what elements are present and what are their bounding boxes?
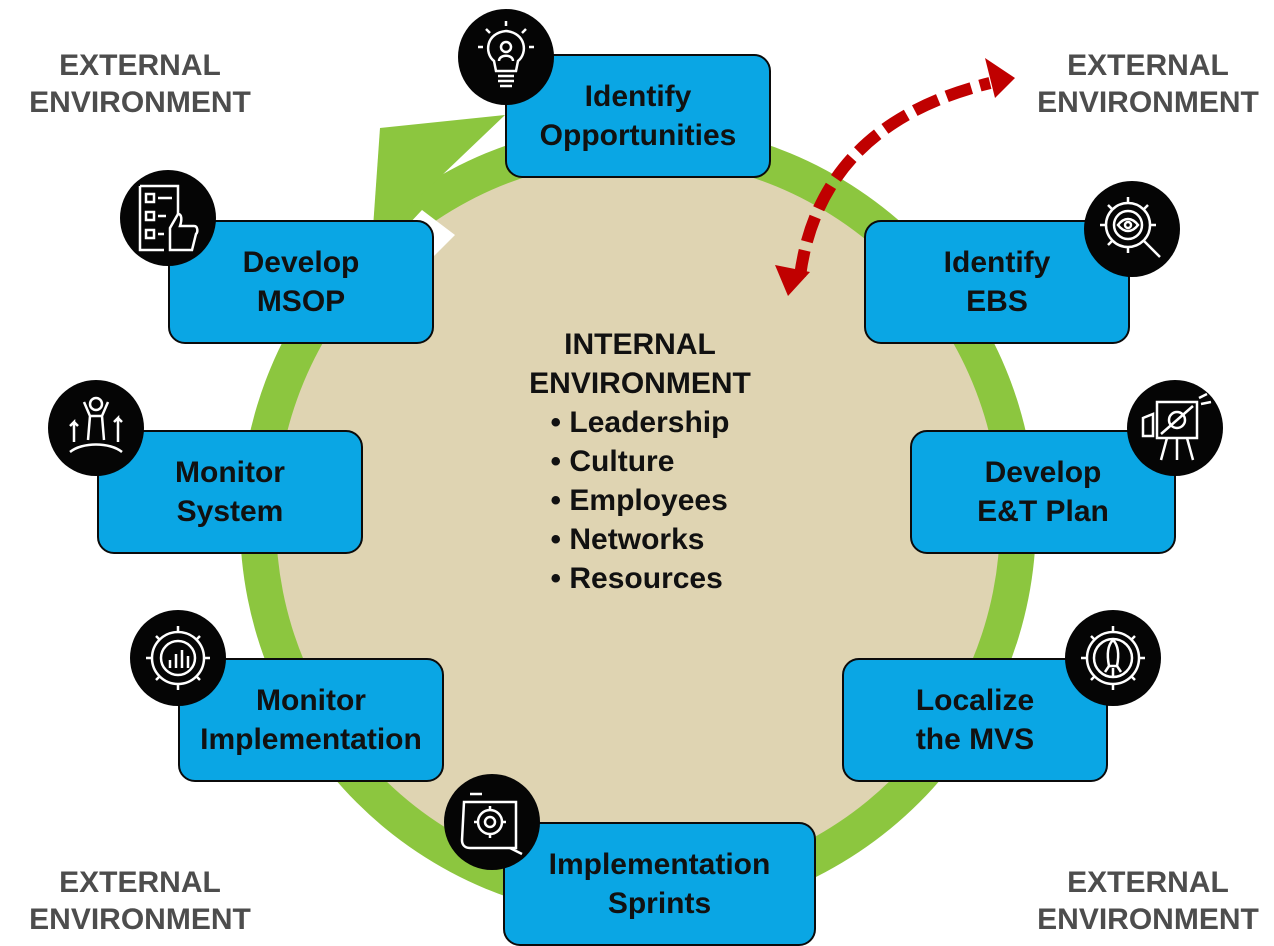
lightbulb-icon [458,9,554,105]
step-label-line2: Opportunities [539,119,737,152]
internal-factor-list: Leadership Culture Employees Networks Re… [551,403,730,598]
external-label-line: EXTERNAL [59,866,221,899]
step-label-line1: Localize [915,684,1035,717]
rocket-gear-icon [1065,610,1161,706]
internal-environment: INTERNAL ENVIRONMENT Leadership Culture … [500,325,780,598]
external-label-bottom-left: EXTERNAL ENVIRONMENT [0,864,280,938]
internal-factor: Employees [551,481,730,520]
step-implementation-sprints[interactable]: Implementation Sprints [503,822,816,946]
step-label-line1: Implementation [548,848,771,881]
step-label-line2: System [176,495,284,528]
dashed-arrowhead-right [985,58,1015,98]
internal-factor: Culture [551,442,730,481]
external-label-line: ENVIRONMENT [29,903,251,936]
easel-plan-icon [1127,380,1223,476]
dashed-arrowhead-down [775,265,810,296]
external-label-top-left: EXTERNAL ENVIRONMENT [0,47,280,121]
external-label-line: EXTERNAL [1067,866,1229,899]
step-label-line2: E&T Plan [977,495,1109,528]
internal-title-line1: INTERNAL [564,328,716,361]
external-label-line: ENVIRONMENT [29,86,251,119]
external-label-top-right: EXTERNAL ENVIRONMENT [1008,47,1274,121]
step-label-line1: Identify [943,246,1051,279]
external-label-line: ENVIRONMENT [1037,903,1259,936]
checklist-thumbs-up-icon [120,170,216,266]
blueprint-gear-icon [444,774,540,870]
external-label-line: EXTERNAL [1067,49,1229,82]
internal-title-line2: ENVIRONMENT [529,367,751,400]
external-label-line: EXTERNAL [59,49,221,82]
internal-factor: Resources [551,559,730,598]
step-monitor-system[interactable]: Monitor System [97,430,363,554]
step-label-line2: Implementation [200,723,422,756]
external-label-line: ENVIRONMENT [1037,86,1259,119]
step-label-line1: Identify [584,80,692,113]
step-develop-et-plan[interactable]: Develop E&T Plan [910,430,1176,554]
step-label-line2: Sprints [607,887,712,920]
person-growth-icon [48,380,144,476]
step-localize-mvs[interactable]: Localize the MVS [842,658,1108,782]
step-label-line1: Develop [242,246,360,279]
step-label-line2: MSOP [256,285,346,318]
step-monitor-implementation[interactable]: Monitor Implementation [178,658,444,782]
internal-factor: Leadership [551,403,729,442]
gear-eye-icon [1084,181,1180,277]
step-label-line1: Monitor [256,684,366,717]
step-develop-msop[interactable]: Develop MSOP [168,220,434,344]
step-label-line2: the MVS [915,723,1035,756]
dashed-exchange-arrow [794,77,992,277]
gear-chart-icon [130,610,226,706]
step-label-line1: Monitor [175,456,285,489]
step-label-line1: Develop [984,456,1102,489]
step-label-line2: EBS [966,285,1028,318]
cycle-arrowhead [372,115,505,242]
external-label-bottom-right: EXTERNAL ENVIRONMENT [1008,864,1274,938]
step-identify-ebs[interactable]: Identify EBS [864,220,1130,344]
internal-factor: Networks [551,520,730,559]
